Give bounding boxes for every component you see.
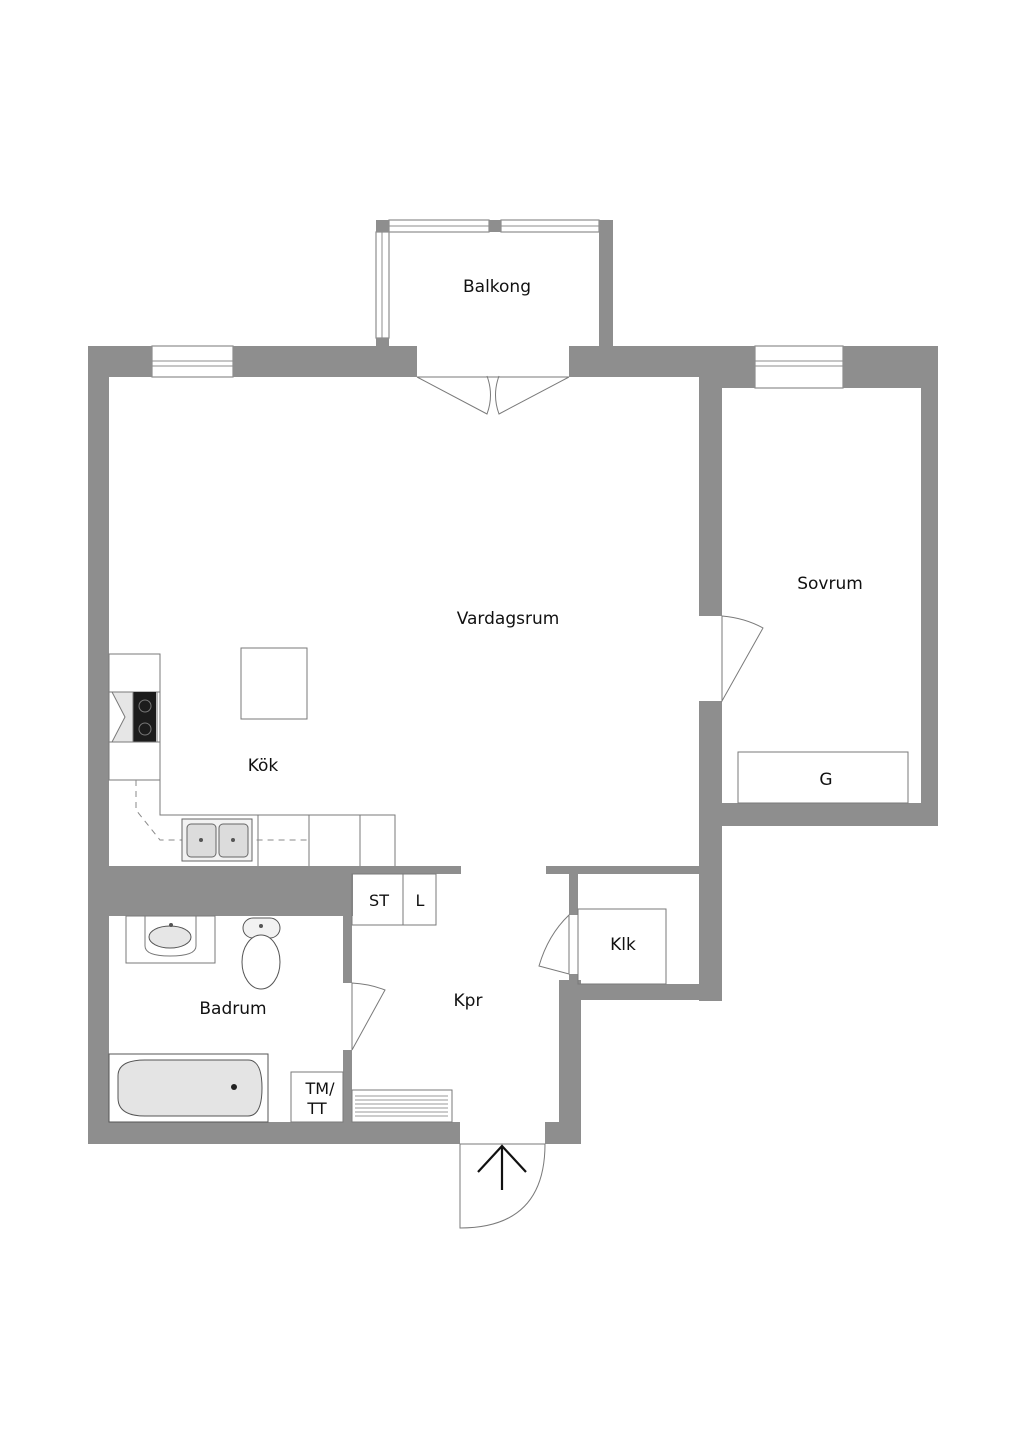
wall-balcony-east bbox=[599, 220, 613, 347]
walls bbox=[88, 220, 938, 1144]
burner-icon bbox=[138, 722, 152, 736]
entrance-arrow-icon bbox=[477, 1144, 527, 1190]
wall-closet-west-upper bbox=[569, 874, 578, 915]
wall-living-bedroom-lower bbox=[699, 701, 722, 1001]
label-sovrum: Sovrum bbox=[797, 574, 863, 594]
bathtub-icon bbox=[108, 1053, 269, 1123]
wall-north-east bbox=[569, 346, 938, 377]
wall-hall-north-west bbox=[352, 866, 461, 874]
kitchen-counter bbox=[159, 780, 396, 866]
balcony-post-n bbox=[489, 220, 501, 232]
linen-cabinet bbox=[402, 873, 437, 926]
washbasin-icon bbox=[125, 915, 216, 964]
wall-north-west bbox=[88, 346, 417, 377]
bathroom-fixtures bbox=[108, 915, 344, 1123]
balcony-post-nw bbox=[376, 220, 389, 232]
label-badrum: Badrum bbox=[199, 999, 266, 1019]
wall-closet-west-lower bbox=[569, 974, 578, 990]
wardrobe bbox=[737, 751, 909, 804]
wall-closet-south bbox=[577, 984, 722, 1000]
label-kpr: Kpr bbox=[454, 991, 483, 1011]
wall-kitchen-bath bbox=[109, 866, 353, 916]
washer-dryer bbox=[290, 1071, 344, 1123]
label-klk: Klk bbox=[610, 935, 636, 955]
kitchen-cabinet-lower bbox=[108, 741, 161, 781]
balcony-railing-north bbox=[388, 219, 600, 233]
label-kok: Kök bbox=[248, 756, 279, 776]
wall-cabinet-dashed bbox=[135, 780, 309, 841]
bedroom-door bbox=[721, 615, 764, 703]
label-torktumlare: TT bbox=[306, 1099, 326, 1118]
kitchen-table bbox=[240, 647, 308, 720]
balcony-post-sw bbox=[376, 338, 389, 347]
wall-east bbox=[921, 346, 938, 826]
label-vardagsrum: Vardagsrum bbox=[457, 609, 560, 629]
kitchen-cabinet-upper bbox=[108, 653, 161, 693]
label-linneskap: L bbox=[416, 891, 425, 910]
radiator-icon bbox=[351, 1089, 453, 1123]
toilet-icon bbox=[241, 917, 281, 990]
wall-east-lower bbox=[559, 980, 581, 1144]
wall-west bbox=[88, 346, 109, 1144]
label-balkong: Balkong bbox=[463, 277, 531, 297]
closet-door bbox=[538, 913, 570, 975]
wall-bath-hall-upper bbox=[343, 916, 352, 983]
wall-south-west bbox=[88, 1122, 460, 1144]
wall-bath-hall-lower bbox=[343, 1050, 352, 1122]
window-bedroom bbox=[754, 345, 844, 389]
window-kitchen bbox=[151, 345, 234, 378]
kitchen-sink-icon bbox=[181, 818, 253, 862]
bathroom-door bbox=[351, 982, 386, 1051]
closet-shelf bbox=[577, 908, 667, 985]
wall-bedroom-south bbox=[699, 803, 938, 826]
kitchen-fixtures bbox=[108, 647, 396, 866]
room-labels: Balkong Vardagsrum Sovrum Kök Badrum Kpr… bbox=[199, 277, 862, 1019]
bedroom-fixtures bbox=[737, 751, 909, 804]
burner-icon bbox=[138, 699, 152, 713]
fixture-labels: G ST L TM/ TT bbox=[305, 770, 833, 1118]
wall-living-bedroom-upper bbox=[699, 376, 722, 616]
range-hood-icon bbox=[111, 691, 134, 743]
hall-fixtures bbox=[351, 873, 667, 1123]
label-garderob: G bbox=[819, 770, 832, 790]
label-stadskap: ST bbox=[369, 891, 389, 910]
windows bbox=[151, 219, 844, 389]
balcony-door bbox=[416, 375, 570, 415]
balcony-railing-west bbox=[375, 231, 390, 339]
wall-hall-north-east bbox=[546, 866, 699, 874]
thin-walls bbox=[352, 866, 699, 874]
label-tvattmaskin: TM/ bbox=[305, 1079, 336, 1098]
